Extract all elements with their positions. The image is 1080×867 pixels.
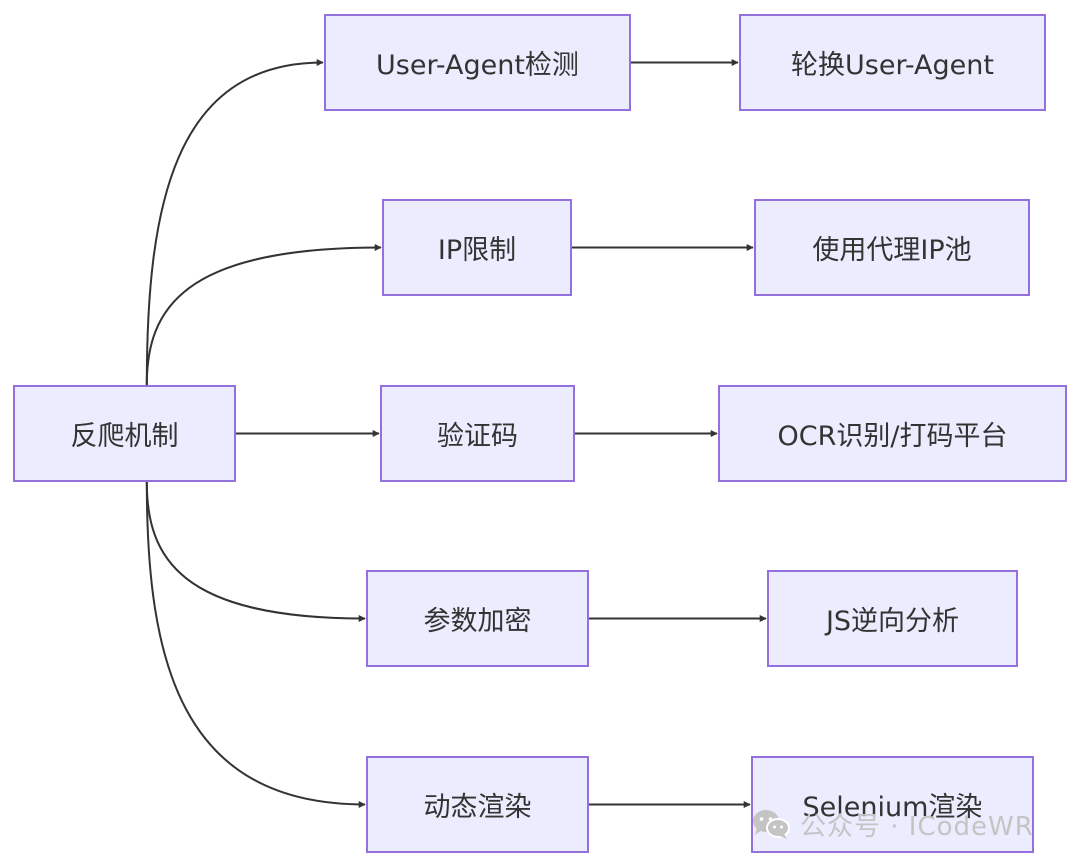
node-rotate-user-agent: 轮换User-Agent [739, 14, 1046, 111]
node-user-agent-detection: User-Agent检测 [324, 14, 631, 111]
edge-root-to-ip_limit [145, 244, 382, 386]
node-label: IP限制 [437, 235, 517, 266]
edge-root-to-dynamic_render [145, 481, 366, 808]
node-ocr-platform: OCR识别/打码平台 [718, 385, 1067, 482]
watermark-text: 公众号 · ICodeWR [800, 811, 1034, 842]
watermark: 公众号 · ICodeWR [752, 804, 1034, 844]
edge-root-to-param_encrypt [145, 481, 366, 622]
wechat-icon [752, 808, 790, 840]
node-anti-crawl: 反爬机制 [13, 385, 236, 482]
node-label: 反爬机制 [70, 421, 179, 452]
node-label: User-Agent检测 [376, 50, 579, 81]
node-label: 动态渲染 [423, 792, 532, 823]
node-proxy-ip-pool: 使用代理IP池 [754, 199, 1030, 296]
node-label: 轮换User-Agent [791, 50, 994, 81]
node-label: 参数加密 [423, 606, 532, 637]
node-dynamic-render: 动态渲染 [366, 756, 589, 853]
node-label: JS逆向分析 [825, 606, 960, 637]
node-label: 验证码 [437, 421, 518, 452]
node-param-encryption: 参数加密 [366, 570, 589, 667]
node-label: 使用代理IP池 [812, 235, 972, 266]
node-selenium-render: Selenium渲染 [751, 756, 1034, 853]
node-js-reverse: JS逆向分析 [767, 570, 1018, 667]
node-label: Selenium渲染 [802, 792, 983, 823]
node-ip-limit: IP限制 [382, 199, 572, 296]
node-label: OCR识别/打码平台 [777, 421, 1008, 452]
edge-root-to-ua_detect [145, 59, 324, 386]
node-captcha: 验证码 [380, 385, 575, 482]
